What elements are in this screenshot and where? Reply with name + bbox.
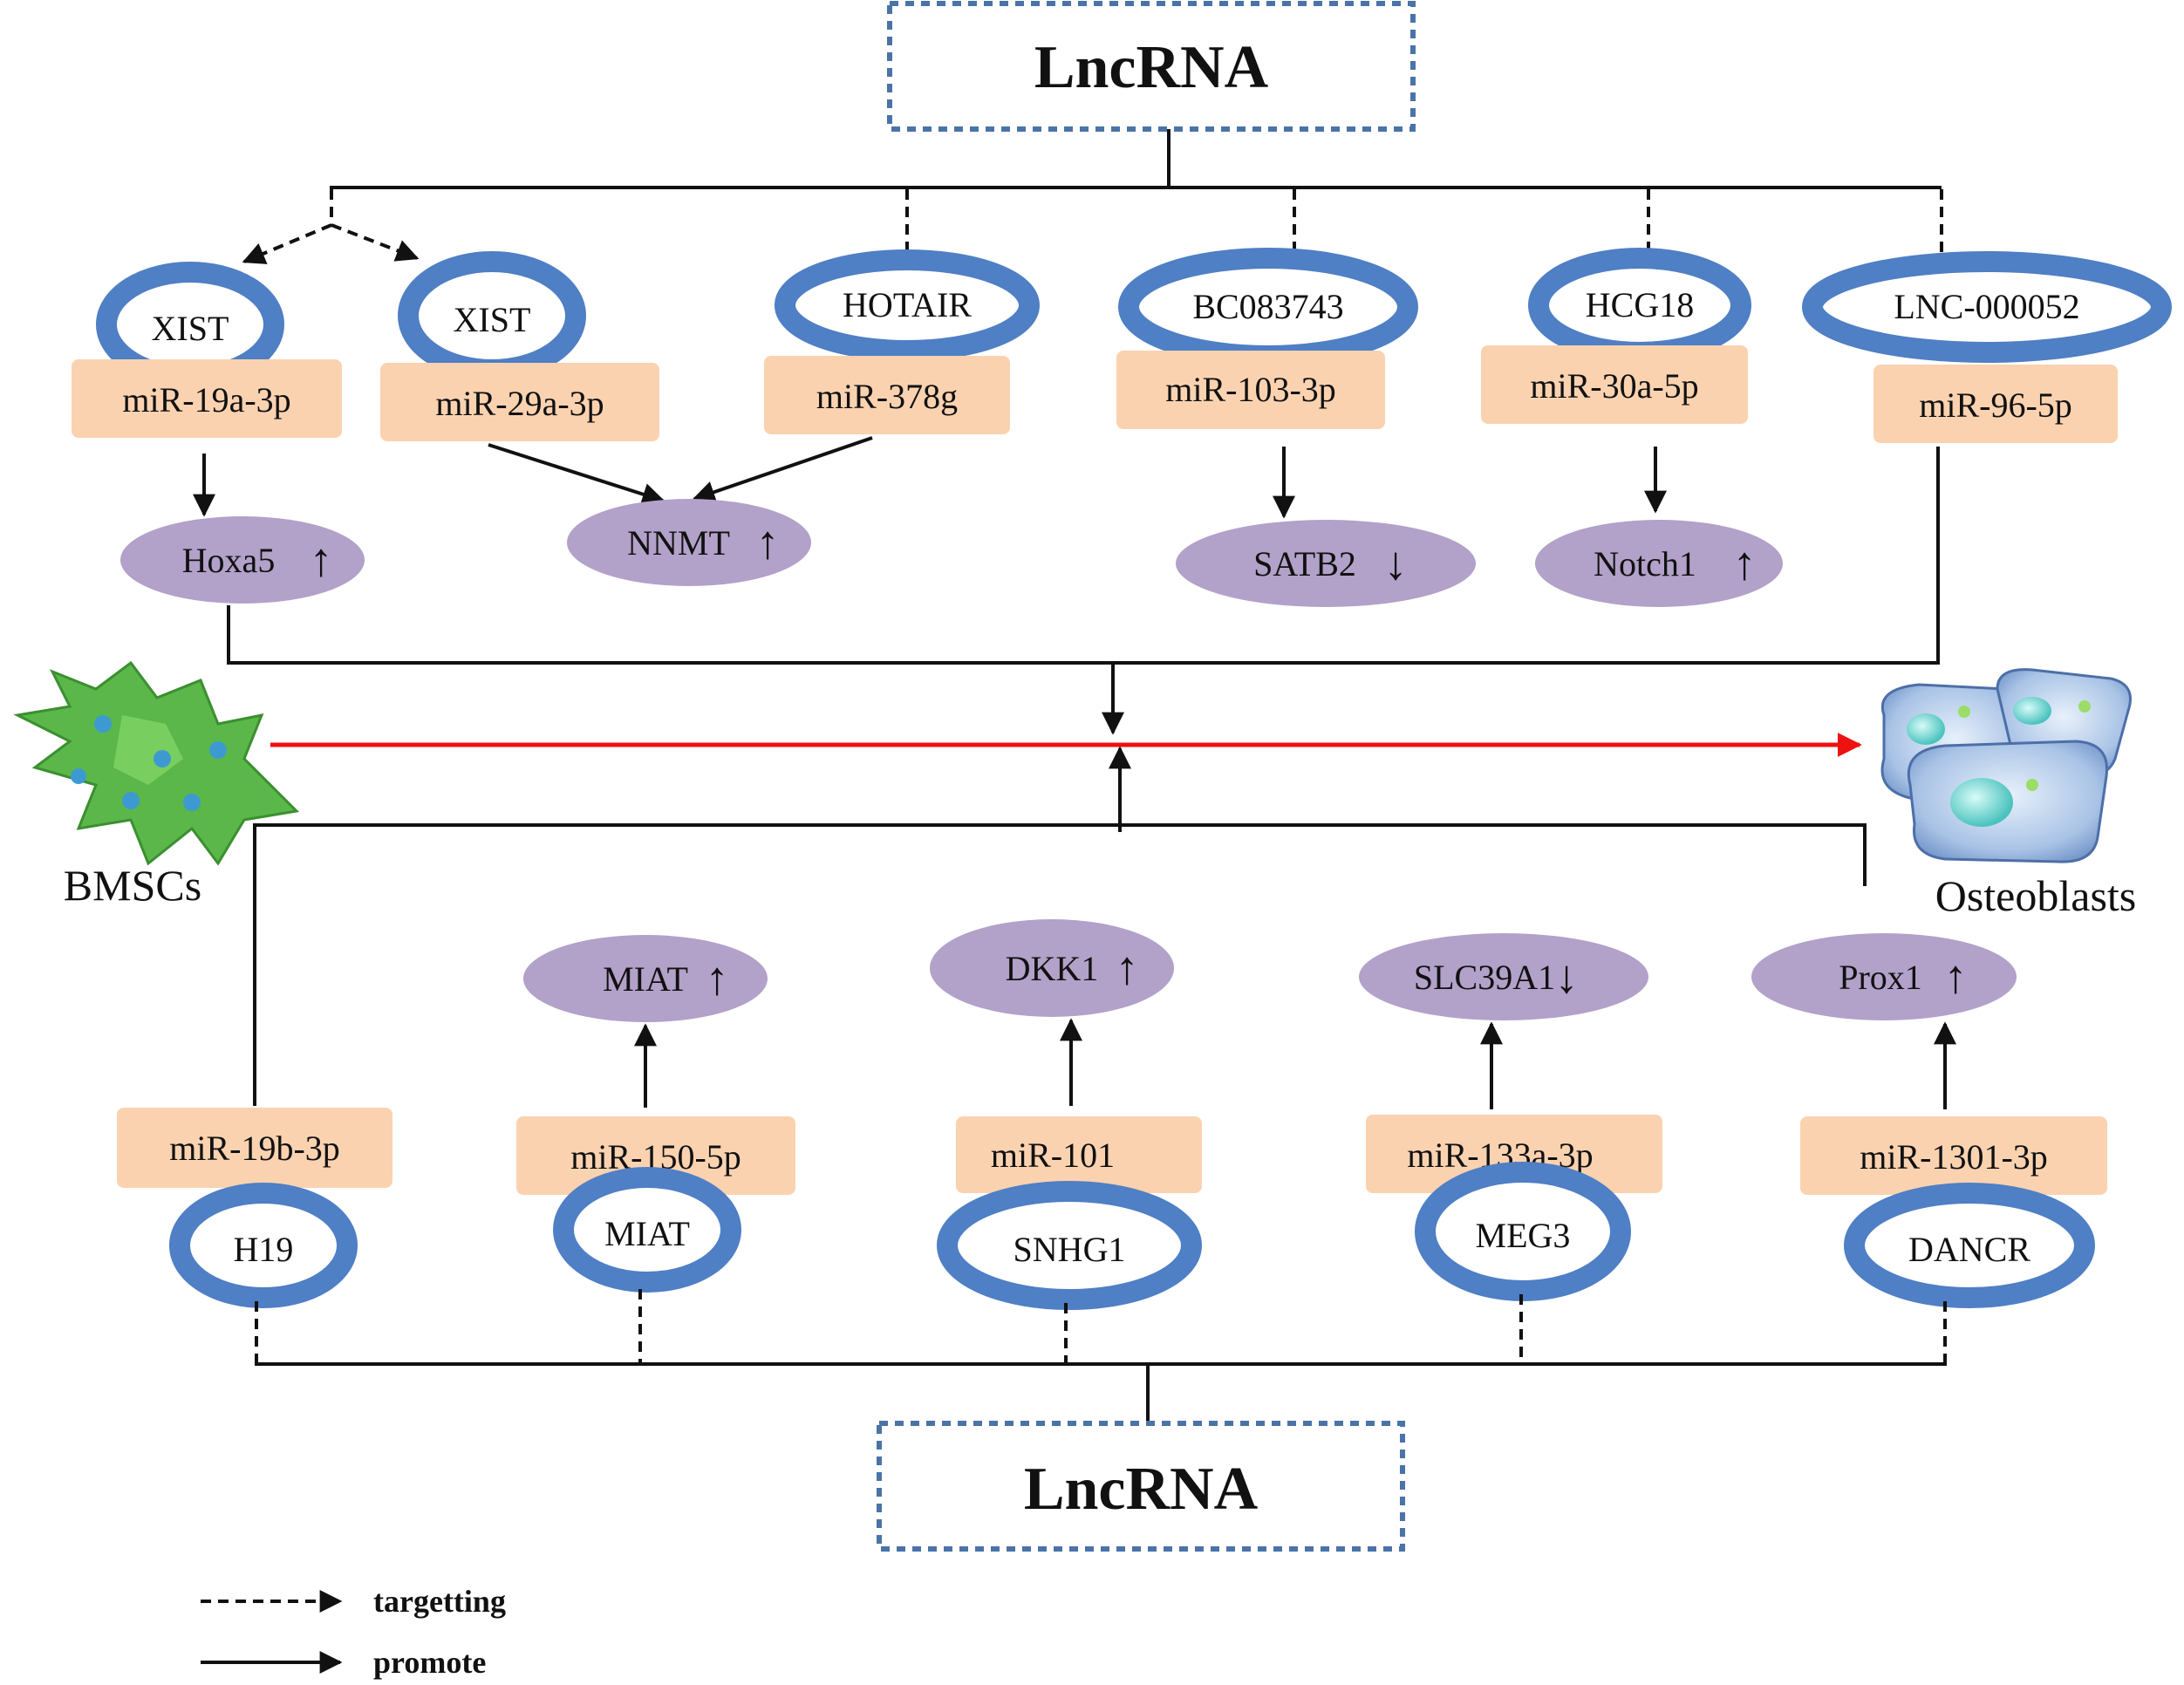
target-label: NNMT bbox=[627, 523, 730, 563]
bottom-lncrna-meg3: MEG3 bbox=[1415, 1162, 1631, 1301]
bmscs-cell-cluster-icon bbox=[13, 660, 300, 866]
bottom-mirna-5: miR-1301-3p bbox=[1800, 1116, 2107, 1195]
target-label: SLC39A1 bbox=[1414, 958, 1555, 997]
lncrna-label: H19 bbox=[234, 1230, 294, 1269]
up-arrow-icon: ↑ bbox=[1116, 942, 1139, 994]
bottom-lncrna-h19: H19 bbox=[169, 1183, 358, 1308]
lncrna-label: MIAT bbox=[604, 1214, 690, 1253]
bottom-mirna-3: miR-101 bbox=[956, 1116, 1202, 1193]
top-target-satb2: SATB2 ↓ bbox=[1176, 520, 1476, 607]
top-target-nnmt: NNMT ↑ bbox=[567, 499, 811, 586]
bottom-mirna-1: miR-19b-3p bbox=[117, 1108, 392, 1188]
legend-dashed-label: targetting bbox=[373, 1584, 506, 1619]
top-convergence-bracket bbox=[227, 447, 1940, 735]
bottom-convergence-bracket bbox=[253, 746, 1867, 1106]
top-mirna-5: miR-30a-5p bbox=[1481, 345, 1748, 424]
bottom-target-prox1: Prox1 ↑ bbox=[1751, 933, 2017, 1020]
top-connectors bbox=[242, 129, 1943, 264]
lncrna-label: HOTAIR bbox=[843, 285, 972, 324]
top-lncrna-xist-1: XIST bbox=[96, 262, 284, 387]
up-arrow-icon: ↑ bbox=[1944, 951, 1968, 1003]
bottom-target-dkk1: DKK1 ↑ bbox=[930, 919, 1174, 1017]
top-target-notch1: Notch1 ↑ bbox=[1535, 520, 1783, 607]
top-lncrna-lnc-000052: LNC-000052 bbox=[1802, 251, 2172, 363]
top-mirna-3: miR-378g bbox=[764, 356, 1010, 434]
target-label: MIAT bbox=[603, 959, 688, 999]
mirna-label: miR-103-3p bbox=[1165, 370, 1336, 409]
up-arrow-icon: ↑ bbox=[310, 534, 333, 586]
top-lncrna-bc083743: BC083743 bbox=[1118, 248, 1418, 366]
top-lncrna-hotair: HOTAIR bbox=[775, 249, 1040, 361]
top-mirna-1: miR-19a-3p bbox=[72, 359, 342, 438]
bottom-connectors bbox=[255, 1289, 1947, 1423]
up-arrow-icon: ↑ bbox=[1733, 537, 1757, 590]
bottom-lncrna-dancr: DANCR bbox=[1844, 1183, 2095, 1308]
lncrna-label: LNC-000052 bbox=[1894, 287, 2079, 326]
mirna-label: miR-30a-5p bbox=[1530, 366, 1698, 406]
mirna-label: miR-96-5p bbox=[1919, 385, 2072, 425]
top-title-box: LncRNA bbox=[887, 1, 1416, 132]
lncrna-label: XIST bbox=[454, 300, 531, 339]
down-arrow-icon: ↓ bbox=[1555, 951, 1579, 1003]
mirna-label: miR-1301-3p bbox=[1860, 1137, 2048, 1177]
legend-solid-label: promote bbox=[373, 1645, 486, 1680]
target-label: SATB2 bbox=[1253, 544, 1356, 583]
top-mirna-4: miR-103-3p bbox=[1116, 351, 1385, 429]
up-arrow-icon: ↑ bbox=[706, 952, 729, 1005]
top-target-hoxa5: Hoxa5 ↑ bbox=[120, 516, 365, 604]
mirna-label: miR-378g bbox=[816, 377, 958, 416]
target-label: Hoxa5 bbox=[182, 541, 276, 580]
mirna-label: miR-29a-3p bbox=[435, 384, 604, 423]
target-label: Notch1 bbox=[1594, 544, 1696, 583]
target-label: DKK1 bbox=[1006, 949, 1099, 988]
top-title: LncRNA bbox=[1034, 34, 1269, 101]
bottom-promote-arrows bbox=[634, 1018, 1956, 1109]
top-mirna-6: miR-96-5p bbox=[1873, 365, 2118, 443]
legend: targetting promote bbox=[201, 1584, 506, 1680]
mirna-label: miR-19a-3p bbox=[122, 380, 290, 420]
bottom-target-slc39a1: SLC39A1 ↓ bbox=[1359, 933, 1648, 1020]
lncrna-label: HCG18 bbox=[1586, 285, 1694, 324]
top-lncrna-hcg18: HCG18 bbox=[1528, 248, 1751, 363]
mirna-label: miR-19b-3p bbox=[169, 1129, 340, 1168]
mirna-label: miR-101 bbox=[991, 1136, 1115, 1175]
lncrna-label: MEG3 bbox=[1476, 1216, 1571, 1255]
top-lncrna-xist-2: XIST bbox=[398, 251, 586, 380]
lncrna-label: XIST bbox=[152, 309, 229, 348]
lncrna-label: SNHG1 bbox=[1014, 1230, 1126, 1269]
lncrna-label: DANCR bbox=[1908, 1230, 2030, 1269]
bottom-target-miat: MIAT ↑ bbox=[523, 935, 768, 1022]
bottom-title: LncRNA bbox=[1024, 1456, 1259, 1523]
down-arrow-icon: ↓ bbox=[1384, 537, 1408, 590]
target-label: Prox1 bbox=[1839, 958, 1922, 997]
lncrna-label: BC083743 bbox=[1192, 287, 1343, 326]
top-mirna-2: miR-29a-3p bbox=[380, 363, 659, 441]
bottom-lncrna-snhg1: SNHG1 bbox=[937, 1181, 1202, 1310]
osteoblasts-cell-icon bbox=[1880, 668, 2132, 863]
bottom-lncrna-miat: MIAT bbox=[553, 1167, 741, 1293]
bmscs-label: BMSCs bbox=[64, 861, 201, 910]
up-arrow-icon: ↑ bbox=[756, 516, 780, 569]
top-promote-arrows bbox=[193, 436, 1667, 519]
osteoblasts-label: Osteoblasts bbox=[1935, 871, 2137, 920]
bottom-title-box: LncRNA bbox=[877, 1421, 1405, 1552]
